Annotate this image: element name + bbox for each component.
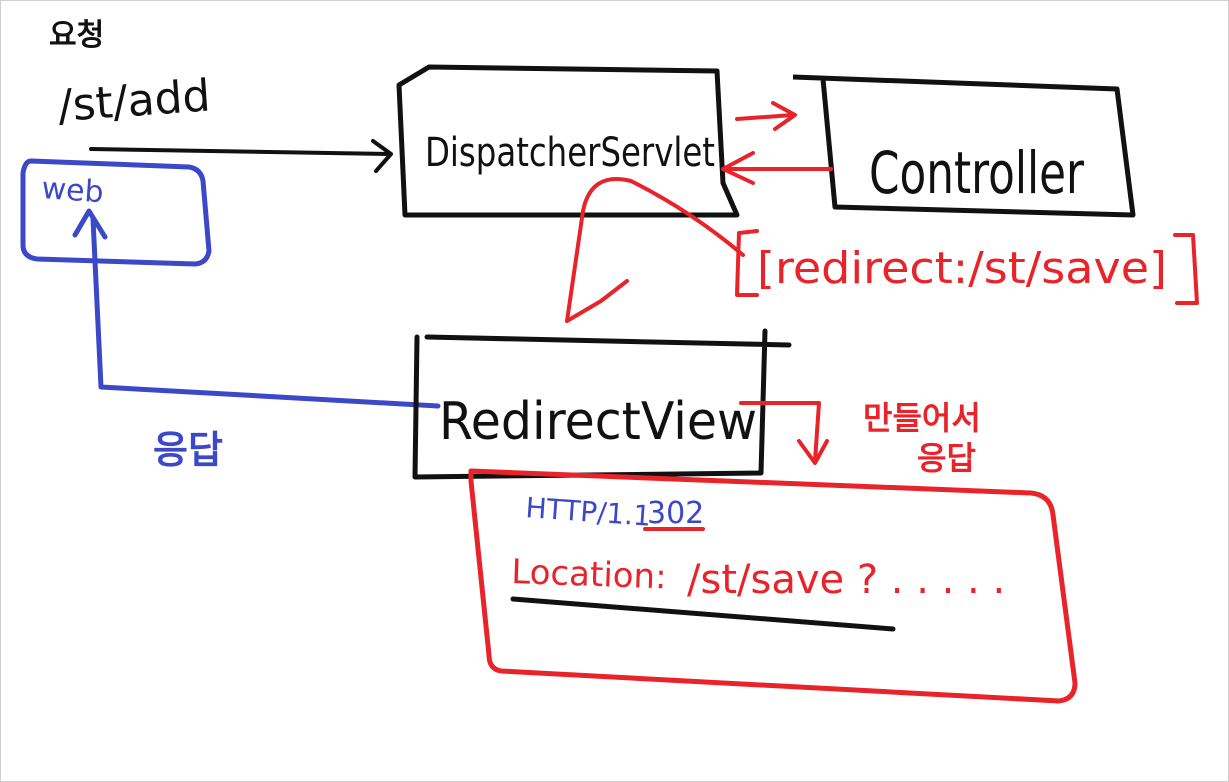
dispatch-to-view-arrow <box>565 177 745 323</box>
http-status-prefix: HTTP/1.1 <box>525 491 653 533</box>
redirect-bracket-left <box>735 229 759 297</box>
request-label: 요청 <box>49 18 104 53</box>
body-separator-line <box>510 596 896 632</box>
response-line <box>72 208 441 409</box>
controller-box <box>792 74 1136 218</box>
location-value: /st/save ? . . . . . <box>687 557 1005 603</box>
web-box <box>20 158 212 267</box>
web-label: web <box>40 171 104 210</box>
location-key: Location: <box>511 552 668 597</box>
response-label: 응답 <box>153 428 223 472</box>
redirect-return-text: [redirect:/st/save] <box>757 243 1167 294</box>
redirect-view-label: RedirectView <box>439 392 757 452</box>
make-response-line1: 만들어서 <box>863 399 981 437</box>
make-response-arrow <box>739 401 829 465</box>
http-status-code: 302 <box>647 496 704 531</box>
controller-label: Controller <box>869 139 1084 207</box>
make-response-line2: 응답 <box>917 439 976 477</box>
request-url: /st/add <box>56 70 212 132</box>
to-controller-arrow <box>735 101 797 131</box>
from-controller-arrow <box>721 151 833 185</box>
http-response-box <box>468 468 1078 704</box>
dispatcher-label: DispatcherServlet <box>425 130 715 176</box>
dispatcher-box <box>396 64 740 218</box>
redirect-bracket-right <box>1173 233 1199 305</box>
request-arrow <box>89 139 393 173</box>
